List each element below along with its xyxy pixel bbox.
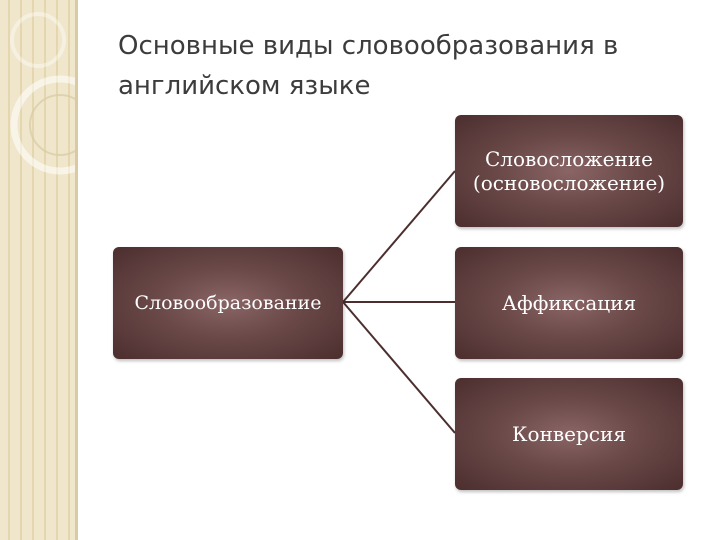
decorative-circles bbox=[10, 12, 75, 175]
decorative-side-strip bbox=[0, 0, 78, 540]
diagram-node-child-3-label: Конверсия bbox=[512, 422, 626, 446]
diagram-node-root: Словообразование bbox=[113, 247, 343, 359]
connector-to-child-1 bbox=[342, 170, 456, 303]
slide-title: Основные виды словообразования в английс… bbox=[118, 31, 619, 101]
diagram-node-child-2: Аффиксация bbox=[455, 247, 683, 359]
connector-to-child-3 bbox=[342, 301, 456, 434]
diagram-node-root-label: Словообразование bbox=[134, 292, 322, 314]
diagram-node-child-1: Словосложение (основосложение) bbox=[455, 115, 683, 227]
diagram-node-child-2-label: Аффиксация bbox=[501, 291, 637, 315]
diagram-node-child-3: Конверсия bbox=[455, 378, 683, 490]
diagram-node-child-1-label: Словосложение (основосложение) bbox=[472, 147, 666, 195]
